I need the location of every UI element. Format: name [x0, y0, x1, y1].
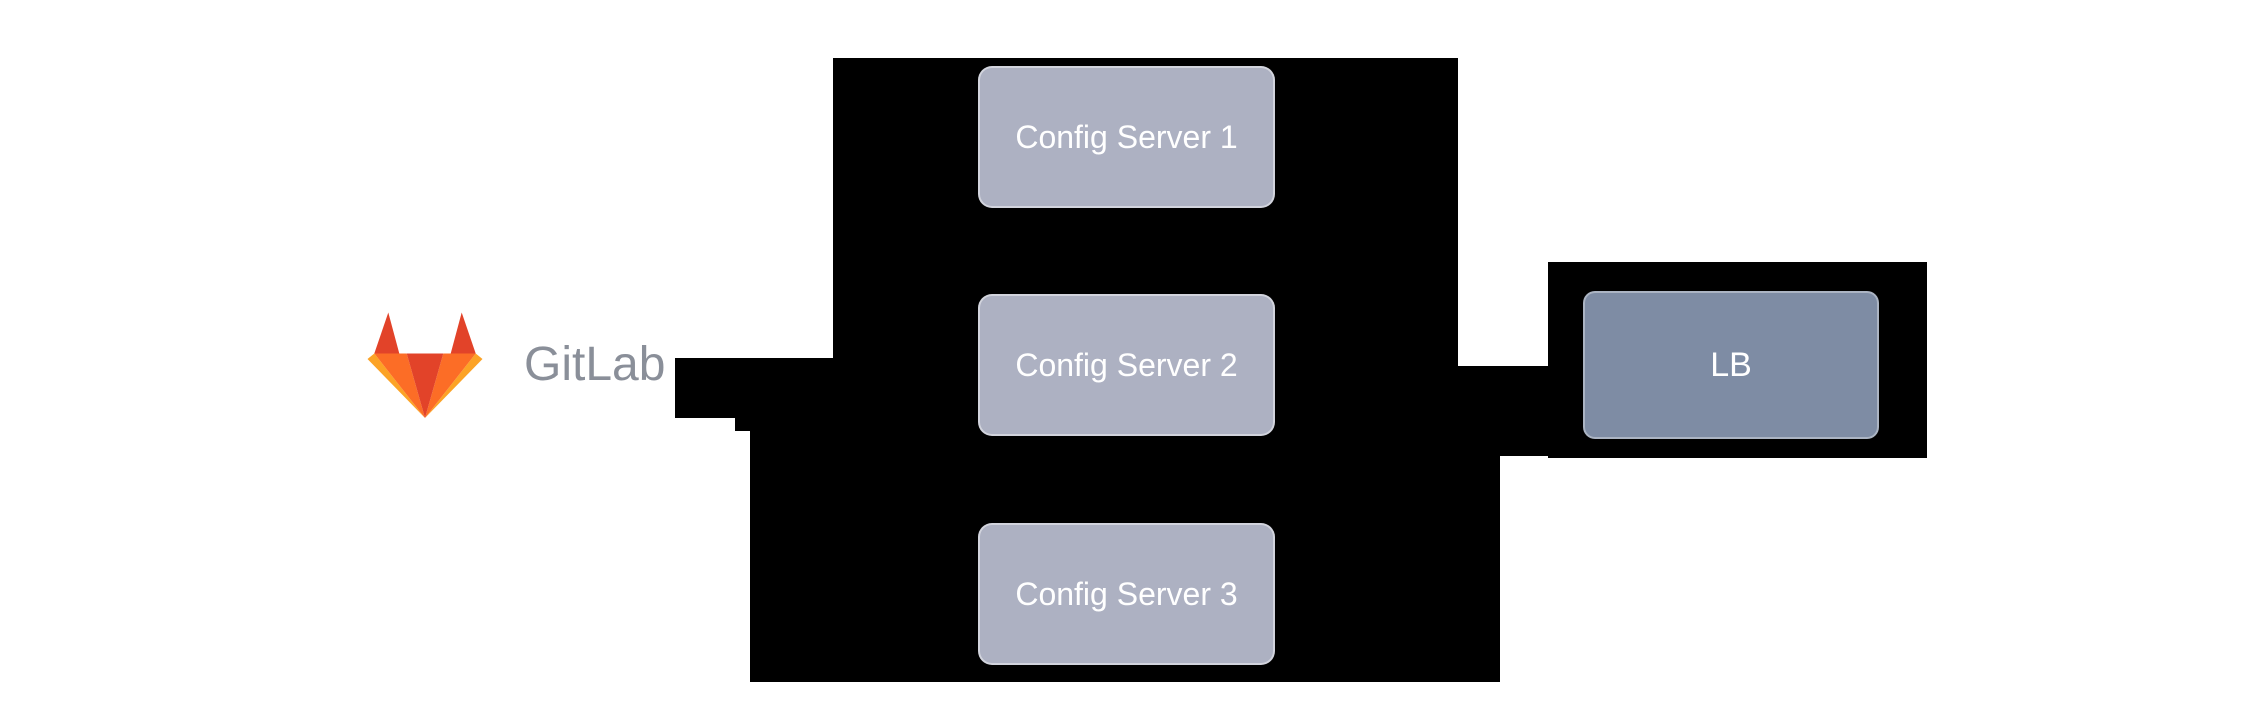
node-config-server-2-label: Config Server 2 — [1015, 346, 1238, 383]
gitlab-tanuki-icon — [367, 312, 483, 418]
node-config-server-3: Config Server 3 — [978, 523, 1275, 665]
node-config-server-1: Config Server 1 — [978, 66, 1275, 208]
gitlab-wordmark: GitLab — [524, 338, 666, 391]
connector-cluster-to-lb — [1500, 366, 1552, 456]
connector-gitlab-to-cluster — [675, 358, 737, 418]
node-config-server-1-label: Config Server 1 — [1015, 118, 1238, 155]
node-load-balancer: LB — [1583, 291, 1879, 439]
node-config-server-3-label: Config Server 3 — [1015, 575, 1238, 612]
node-config-server-2: Config Server 2 — [978, 294, 1275, 436]
node-load-balancer-label: LB — [1710, 345, 1752, 384]
